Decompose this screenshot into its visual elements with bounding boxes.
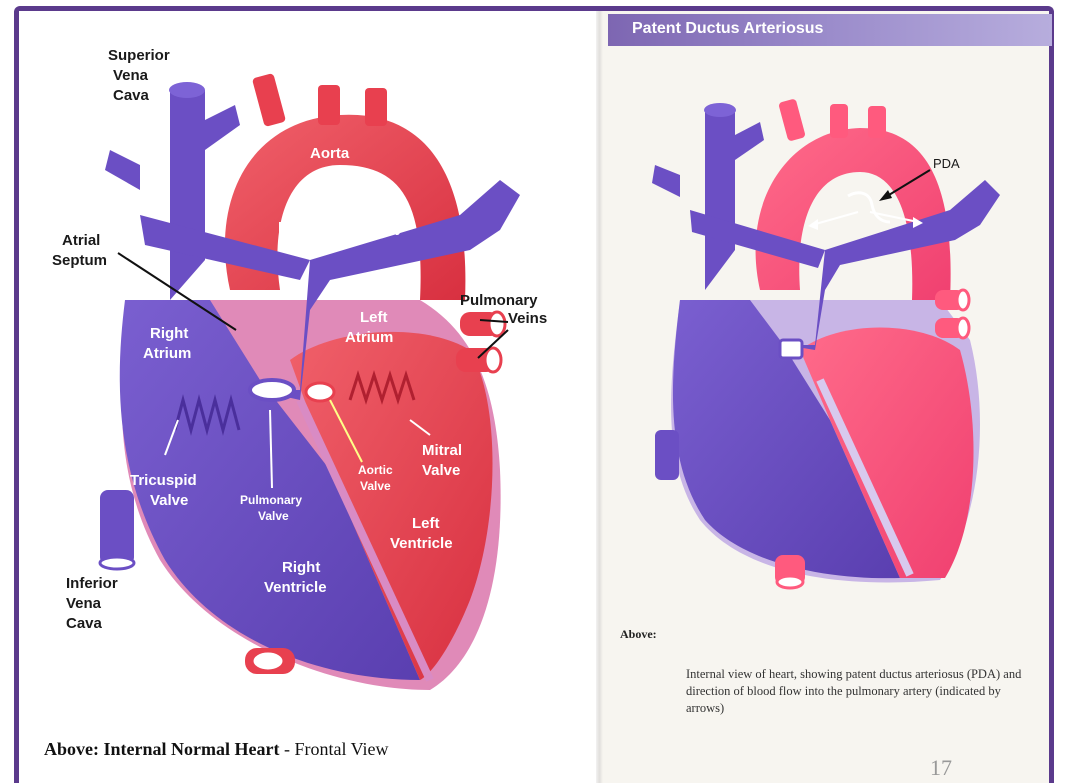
label-mitral-valve-1: Mitral xyxy=(422,442,462,459)
label-tricuspid-valve-2: Valve xyxy=(150,492,188,509)
label-pulmonary-artery: Pulmonary Artery xyxy=(278,219,404,236)
label-atrial-septum-2: Septum xyxy=(52,252,107,269)
ivc-vessel xyxy=(100,490,134,565)
label-left-atrium-2: Atrium xyxy=(345,329,393,346)
label-pda: PDA xyxy=(933,156,960,171)
label-svc-3: Cava xyxy=(113,87,150,104)
right-description: Internal view of heart, showing patent d… xyxy=(686,666,1032,717)
right-above-label: Above: xyxy=(620,627,657,642)
label-mitral-valve-2: Valve xyxy=(422,462,460,479)
label-right-atrium-1: Right xyxy=(150,325,188,342)
label-tricuspid-valve-1: Tricuspid xyxy=(130,472,197,489)
label-right-ventricle-2: Ventricle xyxy=(264,579,327,596)
label-atrial-septum-1: Atrial xyxy=(62,232,100,249)
label-pulmonary-veins-2: Veins xyxy=(508,310,547,327)
normal-heart-illustration xyxy=(100,73,520,690)
label-right-atrium-2: Atrium xyxy=(143,345,191,362)
label-aortic-valve-2: Valve xyxy=(360,479,391,493)
label-svc-2: Vena xyxy=(113,67,149,84)
label-aorta: Aorta xyxy=(310,145,350,162)
label-right-ventricle-1: Right xyxy=(282,559,320,576)
label-svc-1: Superior xyxy=(108,47,170,64)
label-ivc-1: Inferior xyxy=(66,575,118,592)
label-left-ventricle-1: Left xyxy=(412,515,440,532)
left-caption: Above: Internal Normal Heart - Frontal V… xyxy=(44,739,389,760)
label-ivc-3: Cava xyxy=(66,615,103,632)
label-left-ventricle-2: Ventricle xyxy=(390,535,453,552)
label-pulmonary-veins-1: Pulmonary xyxy=(460,292,538,309)
label-left-atrium-1: Left xyxy=(360,309,388,326)
label-pulmonary-valve-2: Valve xyxy=(258,509,289,523)
label-ivc-2: Vena xyxy=(66,595,102,612)
left-caption-rest: - Frontal View xyxy=(279,739,388,759)
label-pulmonary-valve-1: Pulmonary xyxy=(240,493,302,507)
page-number: 17 xyxy=(930,755,952,781)
left-caption-bold: Above: Internal Normal Heart xyxy=(44,739,279,759)
svc-vessel xyxy=(170,90,205,300)
label-aortic-valve-1: Aortic xyxy=(358,463,393,477)
pda-heart-illustration xyxy=(652,98,1000,588)
